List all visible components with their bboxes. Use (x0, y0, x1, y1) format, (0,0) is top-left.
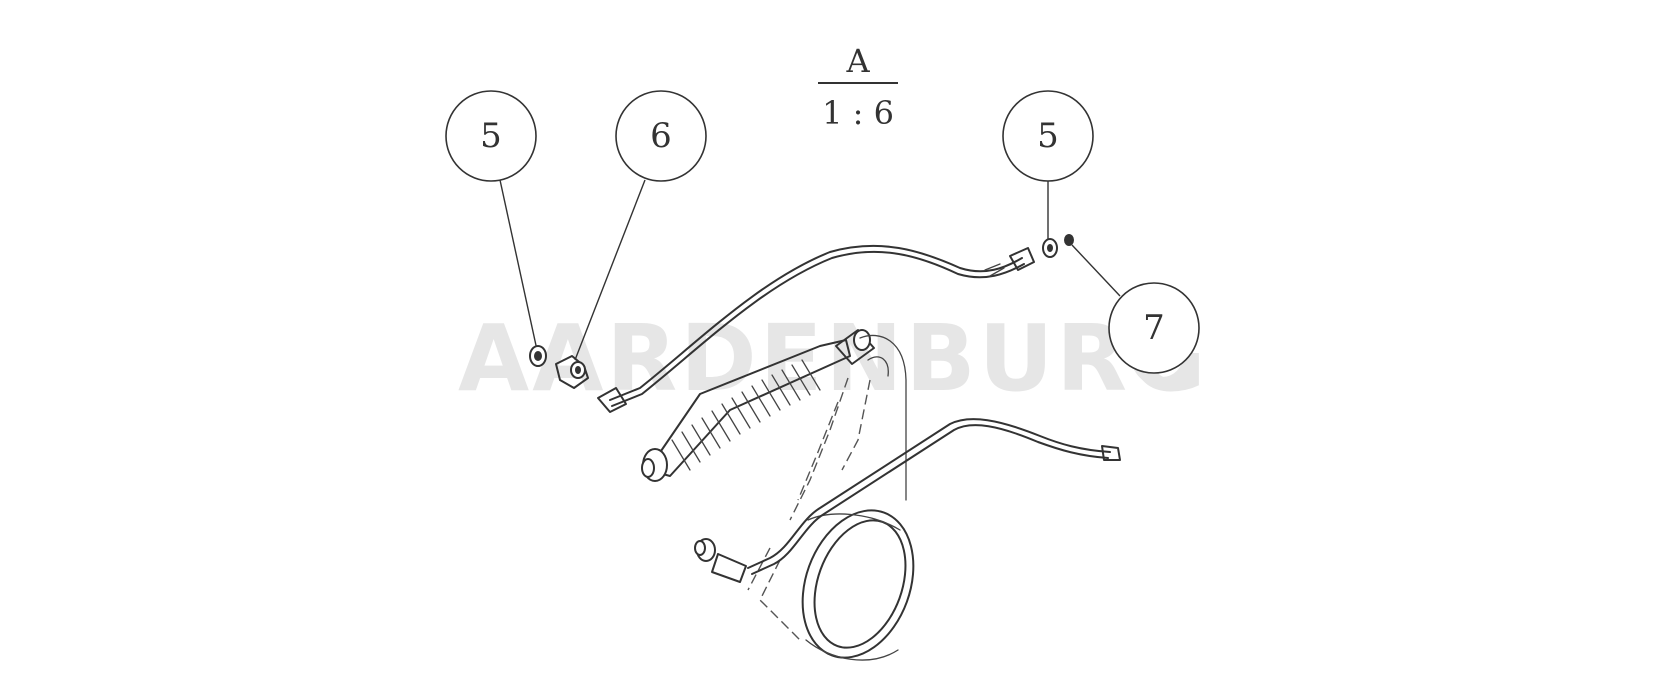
view-label: A 1 : 6 (818, 42, 898, 132)
straight-fitting (555, 355, 589, 389)
watermark-text: AARDENBURG (458, 305, 1209, 412)
leader-lines (499, 179, 1121, 361)
callout-6: 6 (615, 90, 707, 182)
callout-left-5: 5 (445, 90, 537, 182)
callout-number: 5 (1037, 116, 1059, 156)
seal-washer-left (529, 345, 547, 367)
callout-number: 7 (1143, 308, 1165, 348)
hydraulic-cylinder (641, 329, 875, 482)
callout-7: 7 (1108, 282, 1200, 374)
cap-nut (1064, 234, 1074, 246)
callout-number: 5 (480, 116, 502, 156)
drum-ring (801, 509, 915, 661)
lower-hydraulic-line (694, 418, 1121, 583)
upper-hydraulic-line (597, 244, 1035, 413)
callout-number: 6 (650, 116, 672, 156)
swing-arm-bracket (747, 334, 907, 641)
view-letter: A (845, 42, 870, 80)
callout-right-5: 5 (1002, 90, 1094, 182)
view-scale: 1 : 6 (822, 94, 894, 132)
seal-washer-right (1042, 238, 1058, 258)
